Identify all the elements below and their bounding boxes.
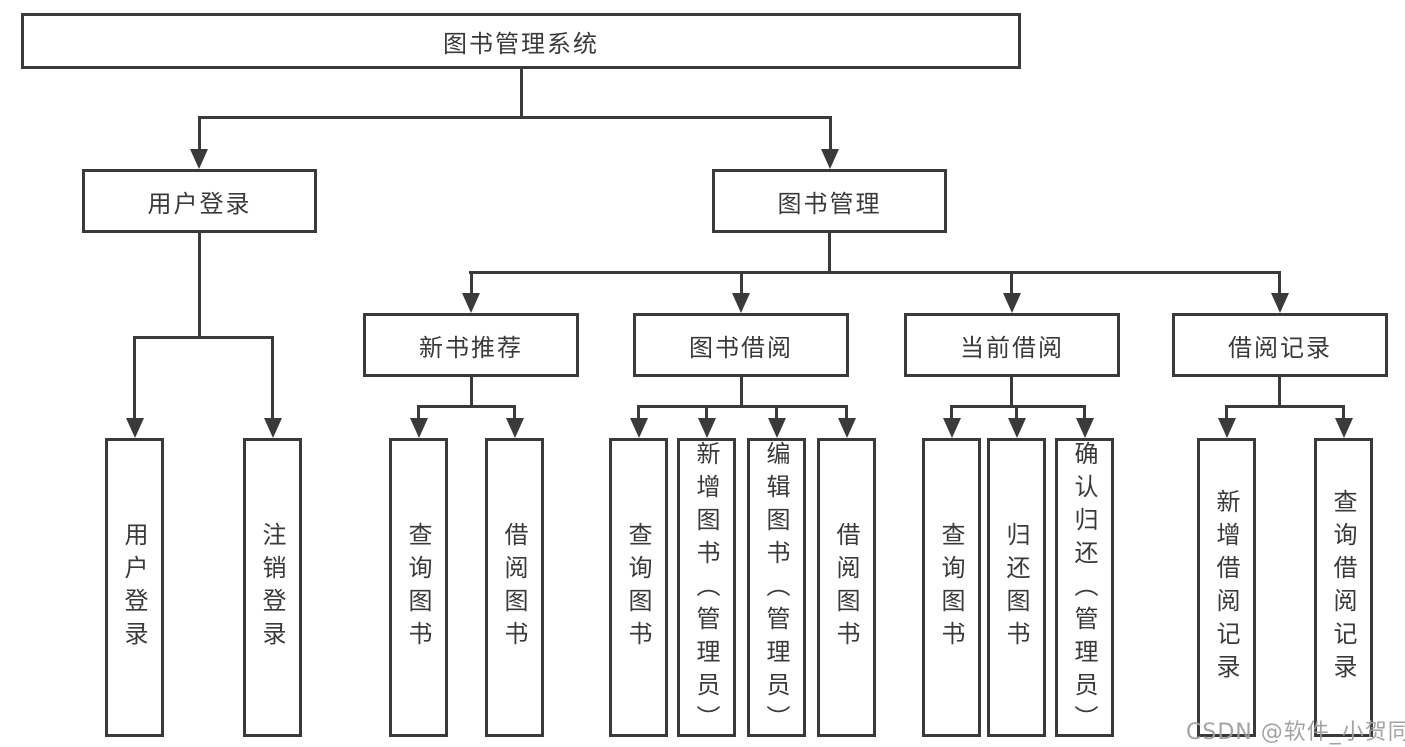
arrowhead-confirm bbox=[1076, 418, 1094, 438]
leaf-query-books-borrow: 查询图书 bbox=[609, 438, 668, 737]
arrowhead-borrow1 bbox=[506, 418, 524, 438]
leaf-return-book: 归还图书 bbox=[987, 438, 1046, 737]
leaf-query-books-current: 查询图书 bbox=[922, 438, 981, 737]
arrowhead-user-login bbox=[190, 149, 208, 169]
connector-borrow-rail bbox=[637, 405, 848, 408]
connector-drop-query3 bbox=[950, 405, 953, 420]
connector-drop-current bbox=[1010, 271, 1013, 293]
connector-drop-query2 bbox=[637, 405, 640, 420]
connector-userlogin-stub bbox=[198, 233, 201, 336]
arrowhead-current bbox=[1003, 293, 1021, 313]
connector-root-stub bbox=[520, 69, 523, 116]
arrowhead-query3 bbox=[943, 418, 961, 438]
leaf-add-book-admin: 新增图书（管理员） bbox=[677, 438, 736, 738]
node-root-system: 图书管理系统 bbox=[21, 13, 1021, 69]
connector-drop-editbook bbox=[775, 405, 778, 420]
csdn-watermark: CSDN @软件_小贺同学 bbox=[1186, 720, 1405, 745]
connector-drop-return bbox=[1015, 405, 1018, 420]
arrowhead-return bbox=[1008, 418, 1026, 438]
connector-current-rail bbox=[950, 405, 1086, 408]
leaf-add-borrow-record: 新增借阅记录 bbox=[1197, 438, 1256, 737]
connector-bookmgmt-rail bbox=[469, 271, 1281, 274]
arrowhead-book-mgmt bbox=[821, 149, 839, 169]
leaf-edit-book-admin: 编辑图书（管理员） bbox=[747, 438, 806, 738]
node-book-borrow: 图书借阅 bbox=[633, 313, 849, 377]
connector-root-rail bbox=[198, 116, 831, 119]
arrowhead-addrecord bbox=[1218, 418, 1236, 438]
arrowhead-query2 bbox=[630, 418, 648, 438]
connector-drop-addrecord bbox=[1225, 405, 1228, 420]
arrowhead-borrow2 bbox=[838, 418, 856, 438]
connector-drop-leaf-logout bbox=[271, 336, 274, 418]
connector-records-rail bbox=[1225, 405, 1345, 408]
node-borrow-records: 借阅记录 bbox=[1172, 313, 1388, 377]
connector-recommend-stub bbox=[470, 377, 473, 407]
connector-borrow-stub bbox=[740, 377, 743, 407]
leaf-borrow-books-recommend: 借阅图书 bbox=[485, 438, 544, 737]
node-new-book-recommend: 新书推荐 bbox=[363, 313, 579, 377]
connector-drop-borrow bbox=[740, 271, 743, 293]
connector-drop-leaf-login bbox=[133, 336, 136, 418]
connector-current-stub bbox=[1010, 377, 1013, 407]
connector-userlogin-rail bbox=[133, 336, 274, 339]
arrowhead-editbook bbox=[768, 418, 786, 438]
connector-drop-addbook bbox=[705, 405, 708, 420]
connector-drop-query1 bbox=[417, 405, 420, 420]
leaf-user-login: 用户登录 bbox=[105, 438, 164, 737]
connector-drop-confirm bbox=[1083, 405, 1086, 420]
arrowhead-addbook bbox=[698, 418, 716, 438]
arrowhead-borrow bbox=[732, 293, 750, 313]
connector-drop-user-login bbox=[198, 116, 201, 149]
arrowhead-query1 bbox=[410, 418, 428, 438]
connector-bookmgmt-stub bbox=[828, 233, 831, 273]
connector-drop-book-mgmt bbox=[829, 116, 832, 149]
leaf-query-borrow-record: 查询借阅记录 bbox=[1314, 438, 1373, 737]
leaf-logout: 注销登录 bbox=[243, 438, 302, 737]
connector-recommend-rail bbox=[417, 405, 516, 408]
node-book-management: 图书管理 bbox=[712, 169, 947, 233]
node-user-login: 用户登录 bbox=[82, 169, 317, 233]
connector-drop-queryrecord bbox=[1342, 405, 1345, 420]
arrowhead-queryrecord bbox=[1335, 418, 1353, 438]
arrowhead-leaf-login bbox=[126, 418, 144, 438]
connector-drop-borrow1 bbox=[513, 405, 516, 420]
arrowhead-recommend bbox=[462, 293, 480, 313]
leaf-confirm-return-admin: 确认归还（管理员） bbox=[1055, 438, 1114, 738]
connector-records-stub bbox=[1278, 377, 1281, 407]
connector-drop-records bbox=[1278, 271, 1281, 293]
arrowhead-records bbox=[1271, 293, 1289, 313]
node-current-borrow: 当前借阅 bbox=[904, 313, 1120, 377]
leaf-borrow-books-2: 借阅图书 bbox=[817, 438, 876, 737]
leaf-query-books-recommend: 查询图书 bbox=[389, 438, 448, 737]
connector-drop-recommend bbox=[470, 271, 473, 293]
connector-drop-borrow2 bbox=[845, 405, 848, 420]
arrowhead-leaf-logout bbox=[264, 418, 282, 438]
